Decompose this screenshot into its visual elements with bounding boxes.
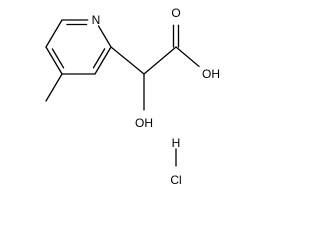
acid-hydroxyl-label: OH <box>202 67 220 81</box>
chlorine-label: Cl <box>170 173 181 187</box>
hydrogen-label: H <box>172 136 181 150</box>
ring-nitrogen-label: N <box>92 13 101 27</box>
carbonyl-oxygen-label: O <box>171 6 180 20</box>
bond-n-c2 <box>97 25 112 48</box>
molecule-structure: O N OH OH H Cl <box>45 6 220 187</box>
bond-c2-c3 <box>94 46 112 75</box>
bond-methyl <box>45 73 63 102</box>
bond-c4-c5-inner <box>51 48 65 69</box>
bonds <box>45 19 200 167</box>
bond-ccarboxyl-oh <box>175 46 200 68</box>
bond-calpha-ccarboxyl <box>143 46 177 75</box>
bond-c5-c6 <box>45 19 63 48</box>
alpha-hydroxyl-label: OH <box>135 116 153 130</box>
atom-labels: O N OH OH H Cl <box>92 6 220 187</box>
bond-c2-calpha <box>110 46 145 75</box>
bond-c2-c3-inner <box>92 48 106 69</box>
bond-c4-c5 <box>45 46 63 75</box>
